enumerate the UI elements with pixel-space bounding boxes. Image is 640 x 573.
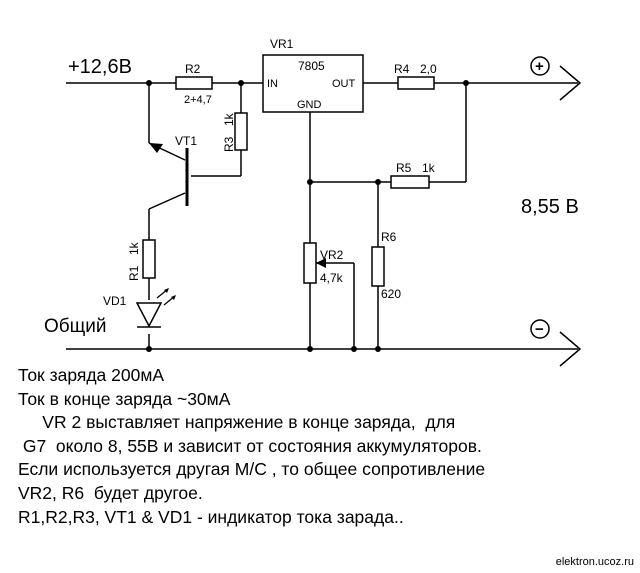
note-line: Если используется другая М/С , то общее … — [18, 459, 486, 480]
r4-resistor — [397, 76, 435, 90]
junction-dots — [146, 80, 469, 352]
vr1-pin-in: IN — [267, 78, 278, 90]
vr1-name: VR1 — [270, 37, 294, 51]
vr1-part: 7805 — [298, 59, 325, 73]
r3-value: 1k — [222, 112, 236, 126]
vr2-potentiometer — [303, 242, 317, 284]
supply-label: +12,6В — [68, 56, 132, 78]
r5-name: R5 — [396, 161, 412, 175]
output-arrows — [559, 65, 582, 367]
r6-value: 620 — [381, 287, 401, 301]
vr1-pin-gnd: GND — [297, 99, 322, 111]
vr2-name: VR2 — [320, 248, 344, 262]
r1-name: R1 — [127, 265, 141, 281]
plus-sign: + — [535, 58, 544, 75]
vr2-wiper-arrow — [316, 258, 326, 268]
vd1-name: VD1 — [103, 294, 127, 308]
r6-resistor — [371, 246, 385, 287]
r6-name: R6 — [381, 230, 397, 244]
plus-terminal-symbol: + — [530, 56, 550, 76]
vr1-regulator — [262, 54, 364, 113]
r4-value: 2,0 — [420, 62, 437, 76]
wires — [66, 82, 578, 350]
note-line: G7 около 8, 55В и зависит от состояния а… — [18, 435, 482, 456]
minus-terminal-symbol: − — [530, 319, 550, 339]
output-voltage: 8,55 В — [521, 196, 579, 218]
r2-name: R2 — [185, 62, 201, 76]
note-line: VR 2 выставляет напряжение в конце заряд… — [18, 412, 456, 433]
ground-label: Общий — [44, 316, 107, 337]
r3-name: R3 — [222, 136, 236, 152]
r5-resistor — [390, 175, 430, 189]
note-line: Ток в конце заряда ~30мА — [18, 388, 231, 409]
r4-name: R4 — [394, 62, 410, 76]
note-line: VR2, R6 будет другое. — [18, 482, 203, 503]
vt1-name: VT1 — [175, 134, 197, 148]
r2-resistor — [175, 76, 213, 90]
watermark: elektron.ucoz.ru — [555, 556, 634, 568]
minus-sign: − — [535, 321, 544, 338]
note-line: Ток заряда 200мА — [18, 365, 165, 385]
vr2-value: 4,7k — [320, 271, 344, 285]
note-line: R1,R2,R3, VT1 & VD1 - индикатор тока зар… — [18, 506, 404, 527]
vt1-transistor — [149, 143, 189, 206]
r2-value: 2+4,7 — [184, 94, 212, 106]
r1-resistor — [142, 239, 156, 279]
vr1-pin-out: OUT — [332, 78, 356, 90]
r1-value: 1k — [127, 241, 141, 255]
notes-block: Ток заряда 200мА Ток в конце заряда ~30м… — [18, 364, 485, 529]
vd1-led — [135, 288, 176, 328]
r3-resistor — [234, 112, 248, 151]
r5-value: 1k — [422, 161, 436, 175]
